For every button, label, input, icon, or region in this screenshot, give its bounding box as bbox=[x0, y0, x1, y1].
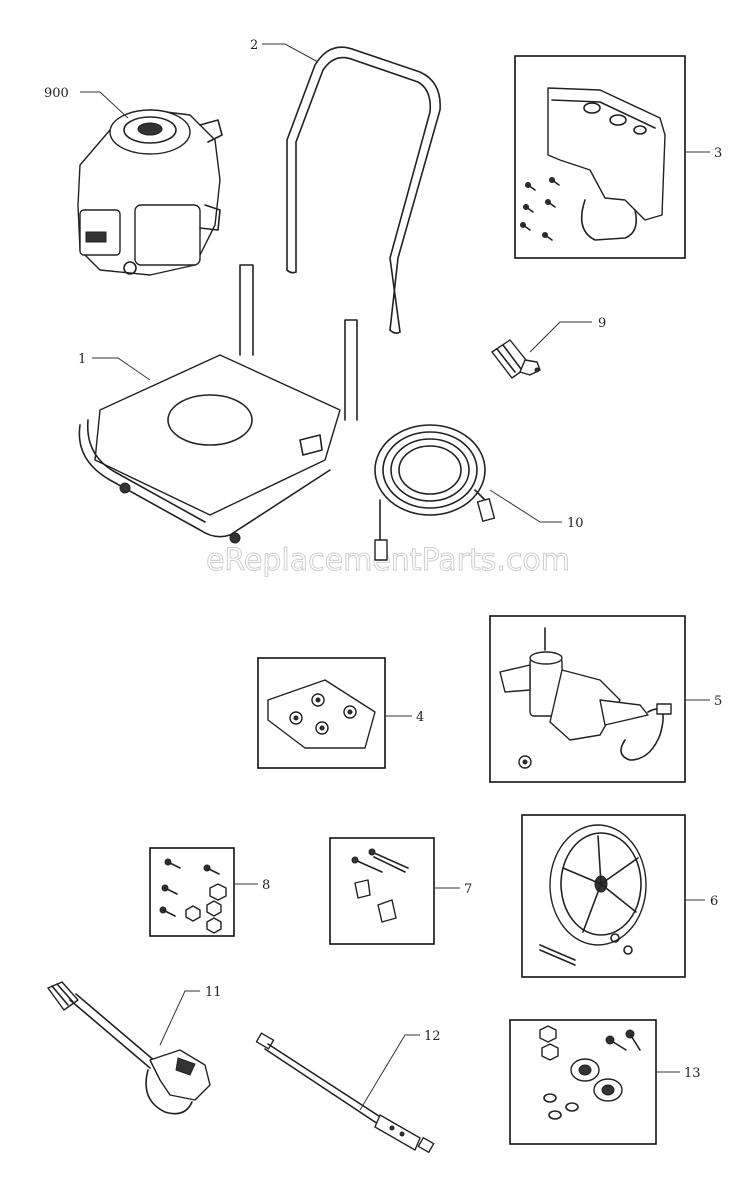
bracket-box bbox=[514, 55, 686, 259]
hose-part bbox=[374, 424, 496, 561]
wheel-part bbox=[539, 824, 647, 966]
leader-900 bbox=[80, 91, 129, 119]
engine-part bbox=[77, 109, 223, 276]
callout-2: 2 bbox=[250, 38, 258, 53]
callout-10: 10 bbox=[567, 516, 584, 531]
clamp-kit-part bbox=[351, 848, 409, 923]
bolt-kit-box bbox=[149, 847, 235, 937]
callout-8: 8 bbox=[262, 878, 270, 893]
bracket-part bbox=[520, 87, 666, 241]
bolt-kit-part bbox=[159, 858, 227, 934]
axle-hardware-box bbox=[509, 1019, 657, 1145]
nozzle-kit-box bbox=[257, 657, 386, 769]
callout-12: 12 bbox=[424, 1029, 441, 1044]
nozzle-kit-part bbox=[267, 679, 376, 749]
nozzle-part bbox=[491, 339, 541, 379]
leader-12 bbox=[359, 1034, 420, 1111]
watermark: eReplacementParts.com bbox=[206, 543, 570, 578]
callout-3: 3 bbox=[714, 146, 722, 161]
frame-part bbox=[78, 264, 358, 544]
callout-9: 9 bbox=[598, 316, 606, 331]
pump-part bbox=[499, 627, 672, 769]
callout-13: 13 bbox=[684, 1066, 701, 1081]
callout-4: 4 bbox=[416, 710, 424, 725]
leader-11 bbox=[159, 990, 200, 1046]
callout-6: 6 bbox=[710, 894, 718, 909]
leader-2 bbox=[262, 43, 319, 63]
axle-hardware-part bbox=[539, 1025, 641, 1120]
handle-part bbox=[286, 46, 441, 334]
callout-5: 5 bbox=[714, 694, 722, 709]
leader-9 bbox=[529, 321, 592, 353]
spray-gun-part bbox=[47, 981, 211, 1115]
leader-1 bbox=[92, 357, 151, 381]
callout-11: 11 bbox=[205, 985, 222, 1000]
callout-900: 900 bbox=[44, 86, 69, 101]
leader-10 bbox=[489, 489, 562, 523]
pump-box bbox=[489, 615, 686, 783]
clamp-kit-box bbox=[329, 837, 435, 945]
wheel-box bbox=[521, 814, 686, 978]
callout-7: 7 bbox=[464, 882, 472, 897]
lance-part bbox=[255, 1032, 435, 1154]
callout-1: 1 bbox=[78, 352, 86, 367]
